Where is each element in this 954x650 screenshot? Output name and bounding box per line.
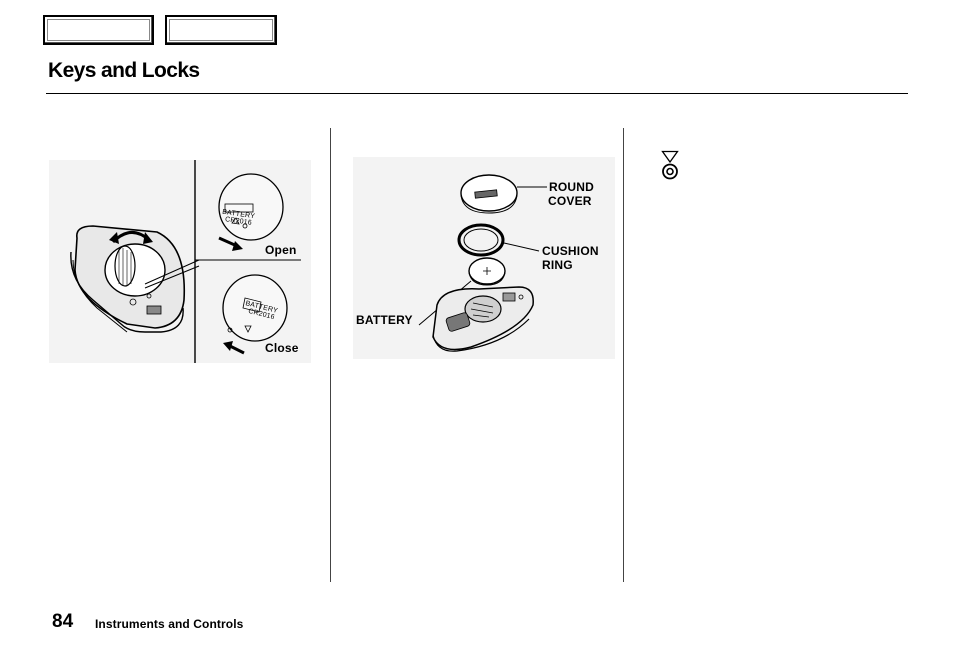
- remote-cover-illustration: [70, 160, 301, 363]
- close-label: Close: [265, 341, 299, 355]
- cushion-ring-label-line2: RING: [542, 258, 573, 272]
- prev-page-button[interactable]: [43, 15, 154, 45]
- symbol-group: [661, 150, 681, 182]
- round-cover-illustration: [460, 174, 547, 214]
- title-divider: [46, 93, 908, 94]
- cover-close-illustration: [222, 274, 288, 355]
- next-page-button[interactable]: [165, 15, 277, 45]
- round-cover-label-line2: COVER: [548, 194, 592, 208]
- battery-label: BATTERY: [356, 313, 413, 327]
- battery-coin-illustration: [418, 257, 506, 326]
- page-number: 84: [52, 611, 74, 632]
- target-circle-icon: [662, 163, 678, 180]
- remote-base-illustration: [432, 286, 534, 352]
- battery-exploded-illustration: [418, 174, 547, 352]
- triangle-down-icon: [661, 150, 679, 164]
- battery-exploded-figure: ROUND COVER CUSHION RING BATTERY: [353, 157, 615, 359]
- round-cover-label-line1: ROUND: [549, 180, 594, 194]
- cushion-ring-illustration: [457, 223, 540, 257]
- page-title: Keys and Locks: [48, 59, 200, 82]
- column-divider-2: [623, 128, 624, 582]
- open-label: Open: [265, 243, 297, 257]
- cushion-ring-label-line1: CUSHION: [542, 244, 599, 258]
- cover-open-illustration: [218, 173, 284, 251]
- section-name: Instruments and Controls: [95, 617, 244, 631]
- remote-body-illustration: [70, 225, 200, 333]
- column-divider-1: [330, 128, 331, 582]
- remote-cover-figure: BATTERY CR2016 BATTERY CR2016 Open Close: [49, 160, 311, 363]
